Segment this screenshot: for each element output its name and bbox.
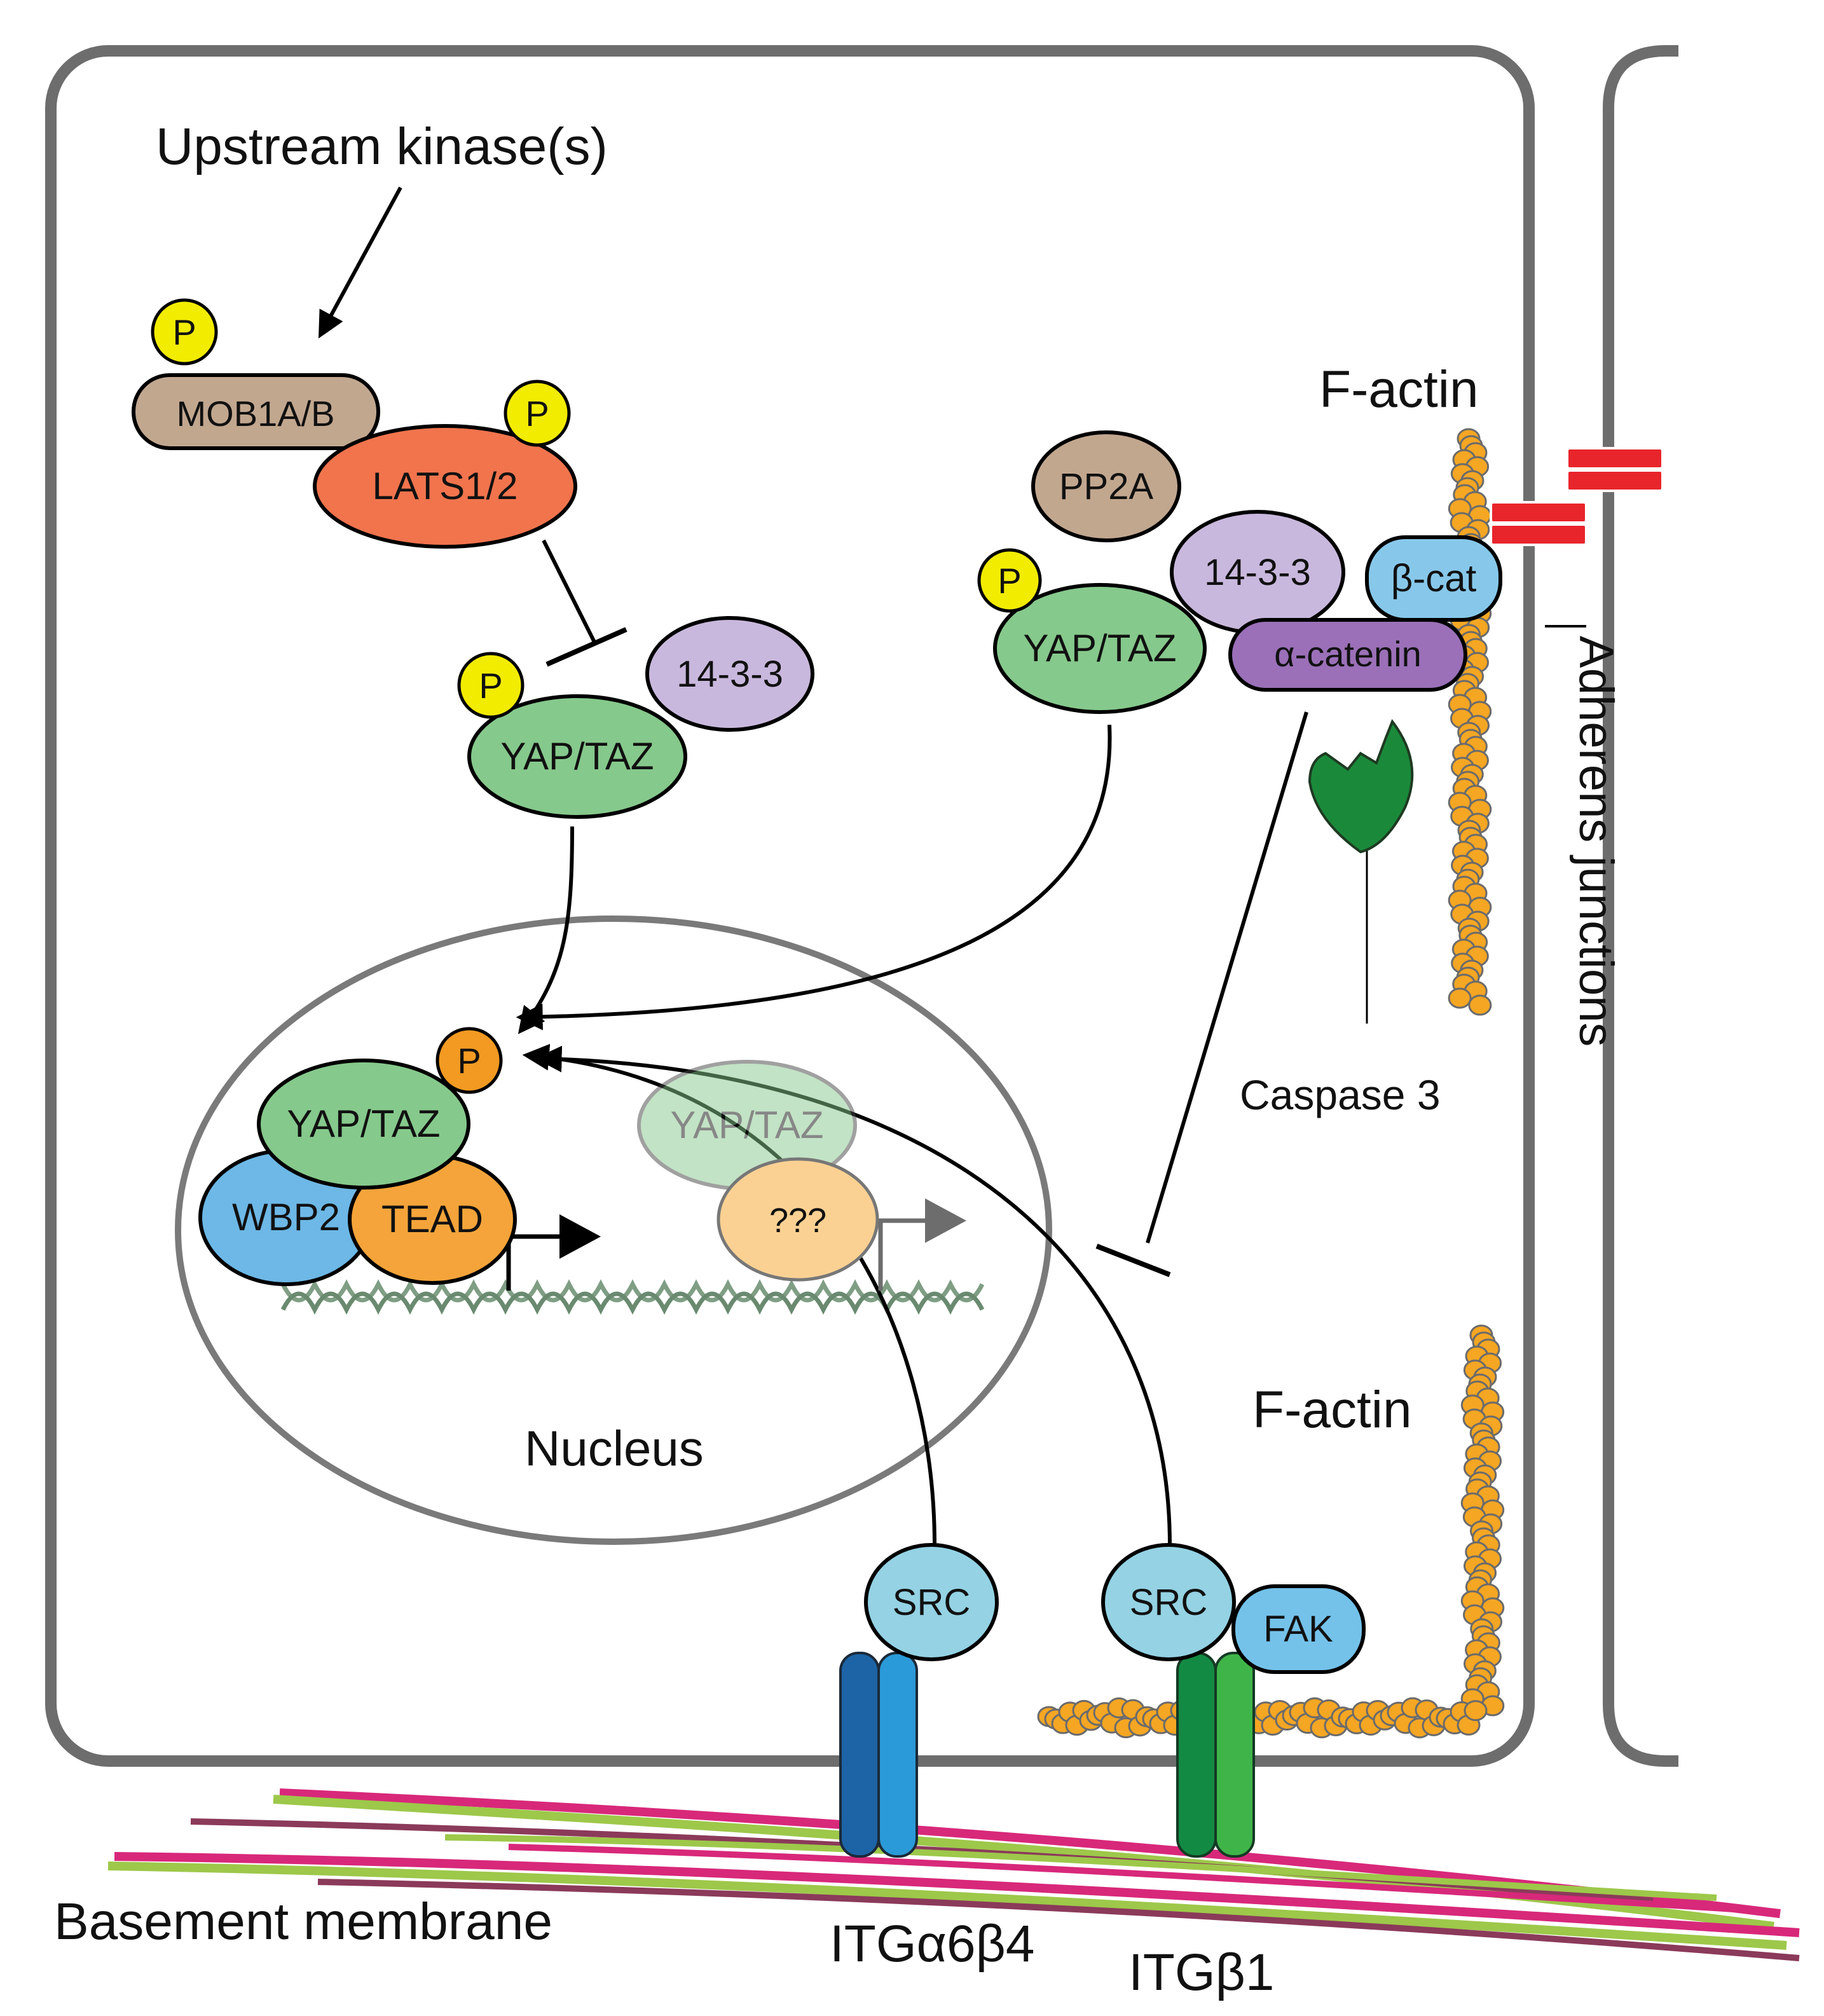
itgb1-label: ITGβ1	[1128, 1944, 1274, 2001]
svg-text:P: P	[525, 394, 549, 434]
beta-catenin-protein: β-cat	[1365, 535, 1502, 622]
svg-text:P: P	[172, 312, 196, 352]
phospho-yaptaz-junction: P	[977, 548, 1042, 613]
cell-membrane	[45, 45, 1535, 1767]
basement-membrane-fibers	[107, 1788, 1800, 1961]
upstream-kinase-label: Upstream kinase(s)	[156, 118, 608, 175]
yaptaz-cytoplasm: YAP/TAZ	[467, 694, 687, 819]
phospho-mob1: P	[151, 298, 218, 366]
pp2a-protein: PP2A	[1031, 430, 1181, 542]
f-actin-filament-bottom	[1037, 1324, 1505, 1739]
svg-text:P: P	[998, 561, 1021, 601]
integrin-b1	[1176, 1652, 1255, 1858]
svg-text:P: P	[457, 1041, 481, 1081]
svg-text:YAP/TAZ: YAP/TAZ	[500, 735, 654, 778]
protein-14-3-3-cytoplasm: 14-3-3	[645, 616, 814, 732]
caspase-3-icon	[1308, 718, 1414, 854]
lats-inhibition-bar	[545, 627, 627, 667]
basement-membrane-label: Basement membrane	[54, 1893, 552, 1951]
dna-helix	[280, 1279, 985, 1315]
svg-text:LATS1/2: LATS1/2	[372, 465, 518, 507]
svg-text:TEAD: TEAD	[381, 1198, 483, 1240]
svg-text:β-cat: β-cat	[1391, 557, 1477, 600]
cytoplasmic-yap-import-arrow	[518, 826, 574, 1034]
protein-14-3-3-junction: 14-3-3	[1170, 510, 1345, 634]
nucleus-label: Nucleus	[525, 1420, 704, 1476]
upstream-arrow	[318, 186, 402, 339]
integrin-a6b4	[839, 1652, 918, 1858]
unknown-promoter-arrow	[878, 1198, 966, 1291]
svg-text:14-3-3: 14-3-3	[676, 654, 783, 695]
svg-text:FAK: FAK	[1263, 1608, 1333, 1650]
nucleus-envelope	[175, 915, 1052, 1545]
svg-text:YAP/TAZ: YAP/TAZ	[1023, 627, 1176, 669]
f-actin-filament-top	[1448, 428, 1492, 1016]
tead-promoter-arrow	[506, 1214, 601, 1291]
fak-protein: FAK	[1231, 1584, 1366, 1674]
lats-inhibition-line	[542, 539, 596, 643]
f-actin-label-top: F-actin	[1319, 360, 1479, 418]
alpha-catenin-inhibition-line	[1146, 711, 1308, 1244]
phospho-yaptaz-nuclear: P	[435, 1027, 503, 1094]
caspase-3-label: Caspase 3	[1240, 1071, 1441, 1118]
yaptaz-nuclear: YAP/TAZ	[257, 1059, 470, 1190]
svg-text:α-catenin: α-catenin	[1274, 634, 1422, 674]
alpha-catenin-protein: α-catenin	[1228, 618, 1467, 692]
svg-text:P: P	[479, 666, 502, 706]
tead-protein: TEAD	[348, 1154, 517, 1285]
mob1-protein: MOB1A/B	[132, 373, 380, 450]
itga6b4-label: ITGα6β4	[830, 1915, 1034, 1973]
svg-text:WBP2: WBP2	[232, 1196, 340, 1238]
svg-text:SRC: SRC	[893, 1582, 970, 1623]
svg-text:PP2A: PP2A	[1059, 466, 1154, 507]
svg-text:YAP/TAZ: YAP/TAZ	[287, 1102, 440, 1145]
svg-text:SRC: SRC	[1130, 1582, 1207, 1623]
phospho-yaptaz-cytoplasm: P	[457, 652, 525, 719]
cadherin-junction	[1490, 447, 1664, 546]
unknown-factor: ???	[717, 1157, 879, 1282]
neighbor-cell-membrane	[1603, 45, 1678, 1767]
pp2a-yap-import-arrow	[516, 724, 1112, 1031]
lats-protein: LATS1/2	[313, 424, 577, 549]
phospho-lats: P	[504, 380, 571, 447]
alpha-catenin-inhibition-bar	[1095, 1244, 1171, 1277]
adherens-junctions-label: Adherens junctions	[1569, 636, 1623, 1046]
yaptaz-junction: YAP/TAZ	[993, 583, 1207, 714]
f-actin-label-bottom: F-actin	[1252, 1381, 1412, 1439]
svg-text:YAP/TAZ: YAP/TAZ	[670, 1104, 823, 1146]
src-protein-b1: SRC	[1101, 1543, 1236, 1661]
yaptaz-faded: YAP/TAZ	[637, 1060, 857, 1191]
svg-text:MOB1A/B: MOB1A/B	[177, 394, 335, 434]
svg-text:14-3-3: 14-3-3	[1204, 552, 1311, 593]
src-protein-a6b4: SRC	[864, 1543, 999, 1661]
svg-text:???: ???	[769, 1202, 826, 1240]
